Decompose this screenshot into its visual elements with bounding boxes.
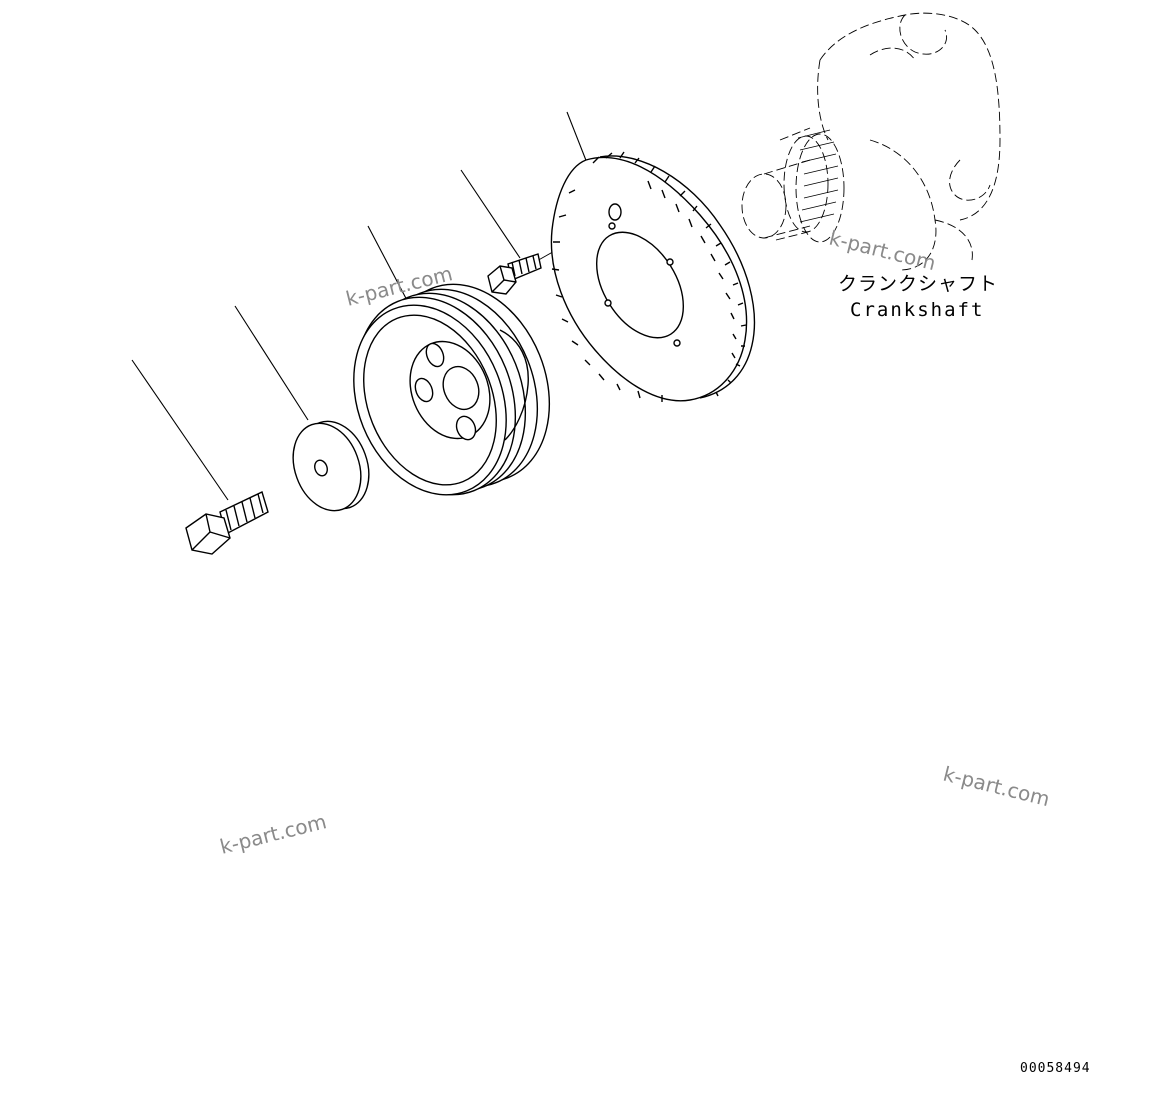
crankshaft-label-en: Crankshaft [850, 299, 984, 321]
leader-line-tone-wheel [566, 111, 590, 169]
watermark: k-part.com [941, 762, 1052, 812]
leader-line-bolt [131, 359, 229, 501]
watermark: k-part.com [217, 809, 328, 859]
leader-line-flange-bolt [460, 169, 521, 259]
leader-line-pulley [367, 225, 411, 307]
pulley-icon [353, 283, 551, 496]
document-number: 00058494 [1020, 1061, 1091, 1076]
leader-line-washer [234, 305, 309, 421]
tone-wheel-teeth [592, 151, 747, 397]
watermark: k-part.com [827, 226, 938, 276]
hex-bolt-icon [185, 491, 269, 555]
crankshaft-label-jp: クランクシャフト [838, 273, 998, 295]
washer-icon [292, 420, 370, 512]
tone-wheel-icon [550, 151, 756, 402]
crankshaft-gear-teeth [797, 129, 839, 223]
crankshaft-icon [741, 12, 1001, 271]
flange-bolt-icon [487, 253, 542, 295]
